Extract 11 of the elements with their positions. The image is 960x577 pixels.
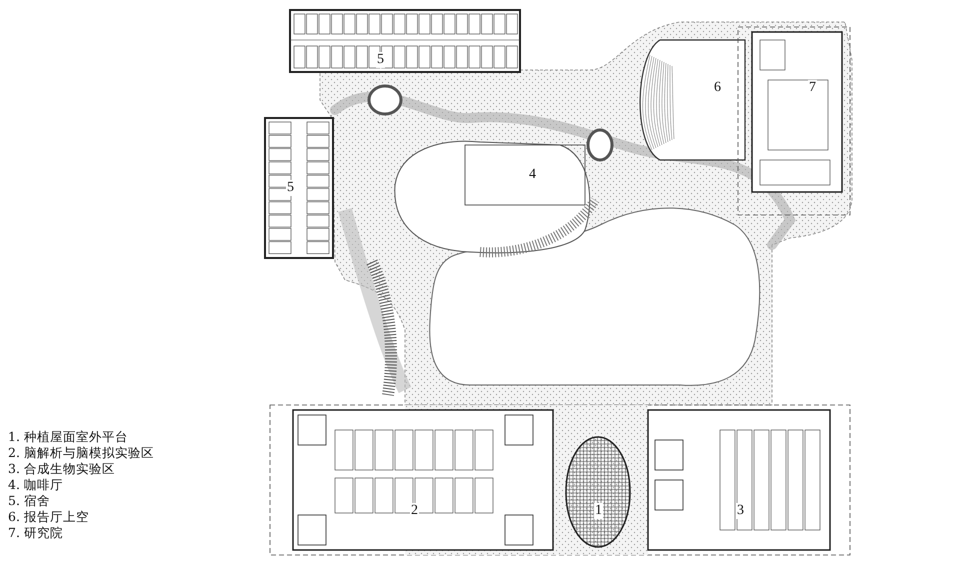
legend-text: 4. 咖啡厅: [8, 477, 63, 492]
callout-number: 5: [286, 180, 295, 196]
callout-number: 1: [594, 503, 603, 519]
legend-text: 3. 合成生物实验区: [8, 461, 115, 476]
legend-text: 7. 研究院: [8, 525, 63, 540]
callout-number: 3: [736, 503, 745, 519]
callout-number: 5: [376, 52, 385, 68]
legend-text: 6. 报告厅上空: [8, 509, 89, 524]
legend-text: 2. 脑解析与脑模拟实验区: [8, 445, 154, 460]
legend-text: 5. 宿舍: [8, 493, 50, 508]
legend-text: 1. 种植屋面室外平台: [8, 429, 128, 444]
